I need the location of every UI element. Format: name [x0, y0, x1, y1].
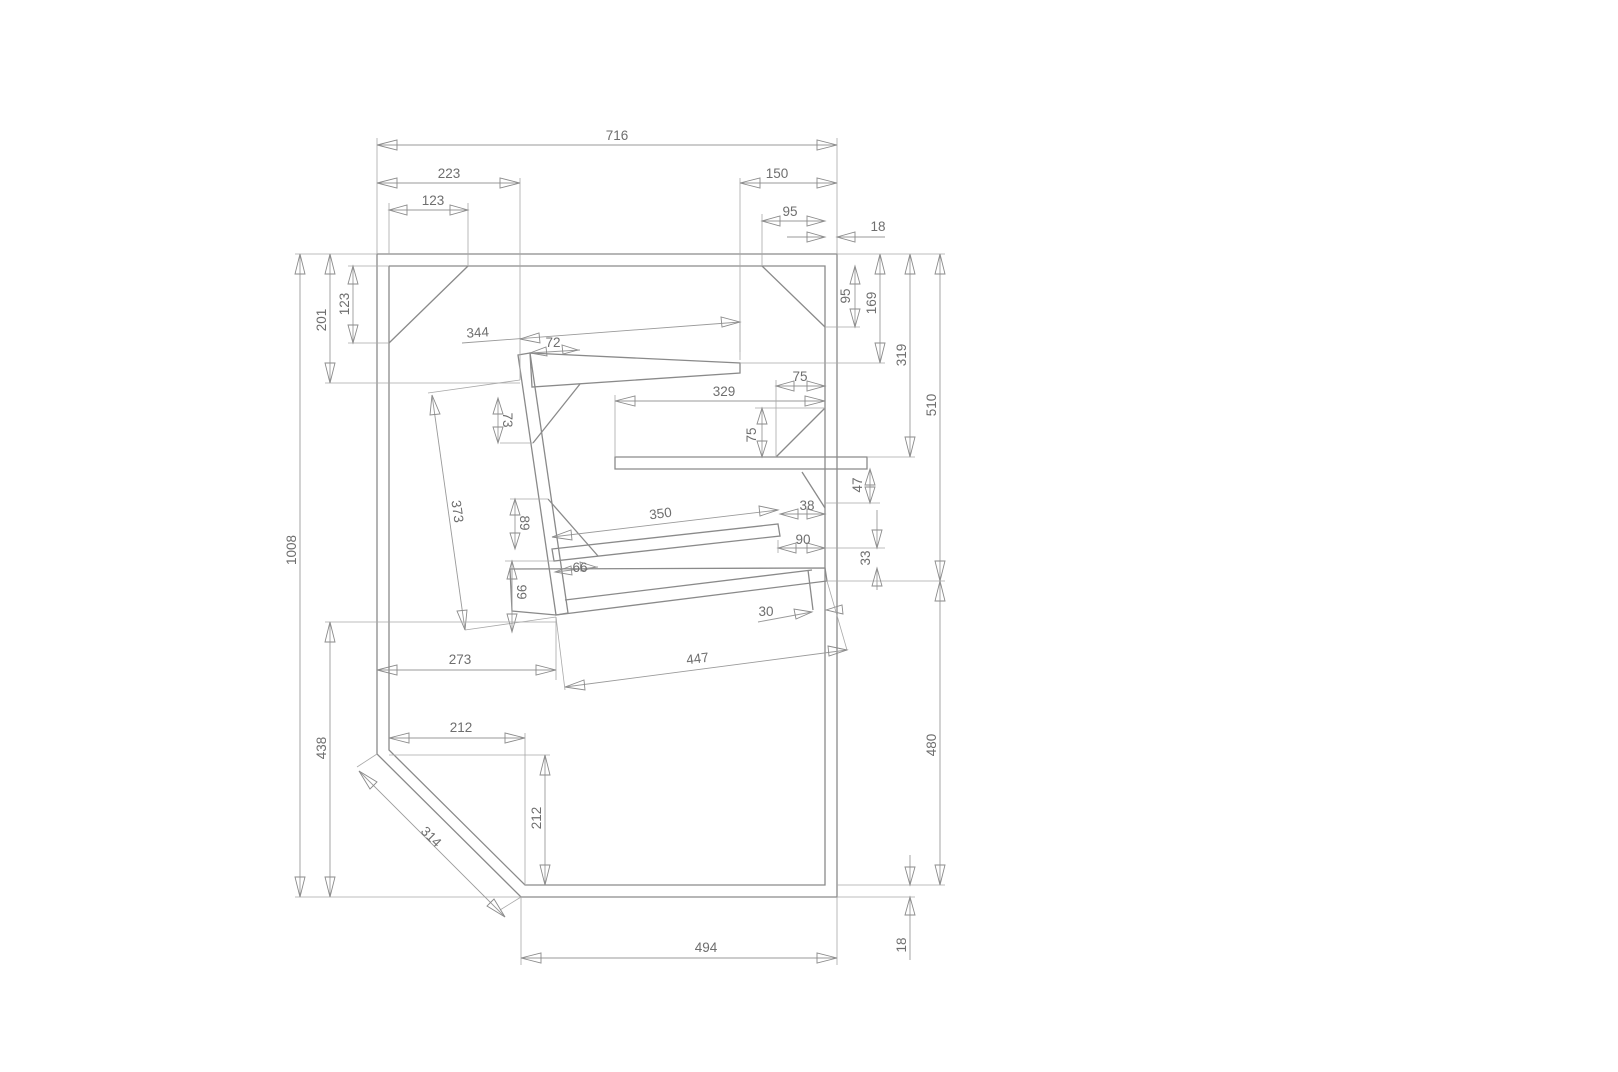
dimension-169: 169: [740, 253, 886, 364]
lower-tilted-shelf: [509, 567, 828, 616]
dim-label-480: 480: [924, 734, 939, 757]
lower-shelf-post: [807, 569, 814, 611]
dimension-150: 150: [739, 166, 838, 360]
dim-label-72: 72: [545, 335, 560, 350]
right-shelf-chamfer: [775, 407, 826, 458]
dimension-212-vertical: 212: [389, 754, 551, 886]
dim-label-123-h: 123: [422, 193, 445, 208]
top-left-chamfer: [388, 265, 469, 344]
dimension-99: 99: [505, 559, 554, 634]
dim-label-33: 33: [858, 550, 873, 565]
dimension-373: 373: [427, 379, 557, 631]
dim-label-73: 73: [500, 412, 515, 427]
dimension-123-vertical: 123: [337, 264, 389, 345]
dim-label-38: 38: [799, 498, 814, 513]
dim-label-373: 373: [448, 499, 466, 523]
dim-label-329: 329: [713, 384, 736, 399]
dimension-480: 480: [837, 580, 946, 886]
dim-label-438: 438: [314, 737, 329, 760]
dim-label-95-h: 95: [782, 204, 797, 219]
dim-label-169: 169: [864, 292, 879, 315]
lower-shelf-edge: [564, 569, 813, 601]
upper-tilted-shelf: [529, 352, 741, 388]
dimension-329: 329: [614, 384, 826, 457]
dimension-38: 38: [778, 498, 827, 520]
dimension-494: 494: [520, 897, 838, 965]
dimension-18-top: 18: [787, 219, 886, 243]
dim-label-344: 344: [466, 324, 490, 341]
dim-label-212-v: 212: [529, 807, 544, 830]
dimension-314: 314: [356, 753, 522, 918]
dimension-47: 47: [825, 467, 880, 505]
dim-label-75-v: 75: [744, 427, 759, 442]
dim-label-90: 90: [795, 532, 810, 547]
dimension-95-vertical: 95: [825, 264, 861, 329]
inner-cabinet-profile: [388, 265, 826, 886]
right-lower-chamfer: [801, 471, 826, 509]
dim-label-47: 47: [850, 477, 865, 492]
dim-label-89: 89: [517, 515, 532, 530]
upper-shelf-chamfer: [532, 383, 581, 444]
dim-label-18-top: 18: [870, 219, 885, 234]
dim-label-95-v: 95: [838, 288, 853, 303]
dim-label-319: 319: [894, 344, 909, 367]
top-right-chamfer: [761, 265, 826, 328]
dimension-510: 510: [827, 253, 946, 582]
middle-tilted-shelf: [551, 523, 781, 562]
dim-label-18-bottom: 18: [894, 937, 909, 952]
right-shelf: [614, 407, 868, 509]
dim-label-716: 716: [606, 128, 629, 143]
dim-label-350: 350: [648, 505, 672, 523]
dim-label-494: 494: [695, 940, 718, 955]
dimension-212-horizontal: 212: [388, 720, 526, 885]
cabinet-outline: [376, 253, 838, 898]
dimension-95-horizontal: 95: [760, 204, 827, 266]
tilted-frame: [509, 352, 828, 616]
dim-label-66: 66: [572, 560, 587, 575]
middle-shelf-chamfer: [547, 498, 599, 557]
dim-label-99: 99: [514, 584, 529, 599]
dimension-73: 73: [492, 396, 533, 445]
dim-label-201: 201: [314, 309, 329, 332]
dimension-273: 273: [376, 617, 557, 680]
tilted-upright: [517, 352, 569, 616]
dimension-447: 447: [555, 580, 849, 691]
outer-cabinet-profile: [376, 253, 838, 898]
dimension-201: 201: [314, 253, 520, 384]
dim-label-75-h: 75: [792, 369, 807, 384]
dimension-72: 72: [528, 335, 581, 357]
dimension-716: 716: [376, 128, 838, 254]
dim-label-447: 447: [685, 650, 709, 668]
dimension-75-vertical: 75: [744, 406, 825, 459]
dim-label-1008: 1008: [284, 535, 299, 565]
dimension-1008: 1008: [284, 253, 521, 898]
dimension-350: 350: [551, 505, 780, 541]
dim-label-273: 273: [449, 652, 472, 667]
dim-label-314: 314: [418, 824, 445, 851]
dimension-89: 89: [509, 497, 548, 551]
dimension-438: 438: [314, 621, 556, 898]
dimension-66: 66: [553, 560, 599, 576]
dim-label-30: 30: [758, 604, 773, 619]
dimension-90: 90: [776, 532, 827, 554]
dimension-223: 223: [376, 166, 521, 380]
right-fixed-shelf: [614, 456, 868, 470]
dimension-75-horizontal: 75: [774, 369, 827, 457]
dim-label-212-h: 212: [450, 720, 473, 735]
dim-label-510: 510: [924, 394, 939, 417]
dimension-344: 344: [461, 316, 742, 352]
dim-label-123-v: 123: [337, 293, 352, 316]
dimension-18-bottom: 18: [837, 855, 916, 960]
dimension-33: 33: [825, 510, 885, 590]
dimension-30: 30: [757, 604, 844, 623]
dim-label-150: 150: [766, 166, 789, 181]
dimension-123-horizontal: 123: [387, 193, 470, 266]
dim-label-223: 223: [438, 166, 461, 181]
dimension-319: 319: [867, 253, 916, 458]
